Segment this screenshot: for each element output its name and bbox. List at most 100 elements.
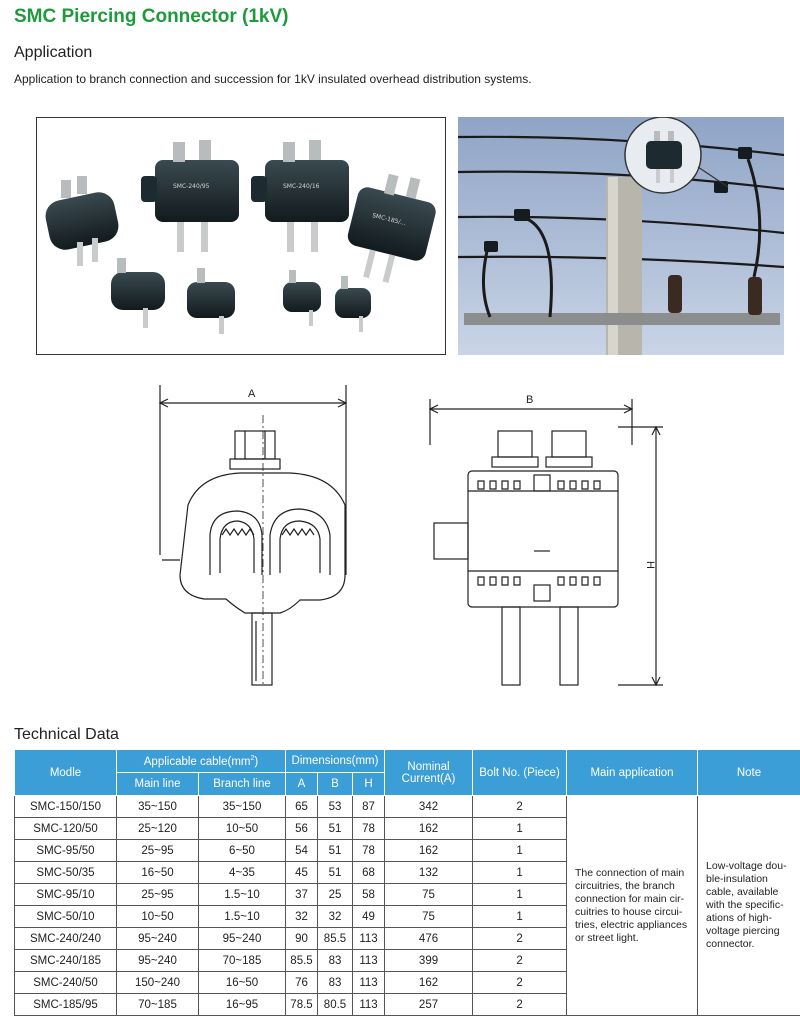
cell-current: 476 (384, 927, 474, 950)
cell-h: 113 (351, 993, 386, 1016)
cell-h: 87 (351, 795, 386, 818)
cell-bolt: 2 (472, 795, 568, 818)
connector-icon (187, 268, 235, 334)
connector-icon (45, 176, 119, 266)
cell-h: 78 (351, 839, 386, 862)
cell-bolt: 1 (472, 817, 568, 840)
cell-bolt: 1 (472, 883, 568, 906)
cell-h: 78 (351, 817, 386, 840)
cell-model: SMC-240/240 (14, 927, 117, 950)
header-dim-a: A (285, 772, 318, 796)
cell-bolt: 2 (472, 993, 568, 1016)
connector-icon: SMC-240/16 (251, 140, 349, 252)
cell-a: 76 (285, 971, 318, 994)
cell-model: SMC-50/35 (14, 861, 117, 884)
cell-branch: 70~185 (198, 949, 286, 972)
cell-model: SMC-240/185 (14, 949, 117, 972)
cell-main: 25~95 (116, 839, 199, 862)
cell-model: SMC-240/50 (14, 971, 117, 994)
header-model: Modle (14, 749, 117, 796)
note-line: voltage piercing (706, 925, 780, 937)
cell-a: 32 (285, 905, 318, 928)
cell-current: 399 (384, 949, 474, 972)
cell-model: SMC-120/50 (14, 817, 117, 840)
cell-bolt: 2 (472, 927, 568, 950)
cell-model: SMC-95/50 (14, 839, 117, 862)
cell-main: 16~50 (116, 861, 199, 884)
page-title: SMC Piercing Connector (1kV) (14, 6, 289, 27)
cell-model: SMC-185/95 (14, 993, 117, 1016)
header-branch-line: Branch line (198, 772, 286, 796)
drawing-front-view: B H (418, 385, 668, 695)
cell-current: 162 (384, 839, 474, 862)
note-line: cable, available (706, 886, 779, 898)
cell-a: 37 (285, 883, 318, 906)
products-photo: SMC-240/95 SMC-240/16 SMC-185/... (36, 117, 446, 355)
cell-branch: 35~150 (198, 795, 286, 818)
note-line: ble-insulation (706, 873, 768, 885)
cell-a: 56 (285, 817, 318, 840)
cell-branch: 4~35 (198, 861, 286, 884)
cell-a: 45 (285, 861, 318, 884)
cell-b: 51 (317, 817, 353, 840)
cell-main: 95~240 (116, 949, 199, 972)
cell-branch: 95~240 (198, 927, 286, 950)
cell-main: 25~95 (116, 883, 199, 906)
cell-branch: 1.5~10 (198, 883, 286, 906)
cell-h: 113 (351, 971, 386, 994)
cell-current: 132 (384, 861, 474, 884)
cell-h: 68 (351, 861, 386, 884)
dim-a-label: A (248, 388, 256, 400)
main-application-line: circuitries, the branch (575, 879, 675, 892)
dim-b-label: B (526, 394, 533, 406)
cell-b: 83 (317, 971, 353, 994)
cell-branch: 1.5~10 (198, 905, 286, 928)
header-main-application: Main application (566, 749, 699, 796)
cell-model: SMC-150/150 (14, 795, 117, 818)
main-application-line: The connection of main (575, 866, 685, 879)
application-heading: Application (14, 44, 93, 61)
note-line: with the specific- (706, 899, 784, 911)
cell-branch: 6~50 (198, 839, 286, 862)
note-line: connector. (706, 938, 755, 950)
connector-label: SMC-240/95 (173, 183, 210, 190)
main-application-line: connection for main cir- (575, 892, 685, 905)
front-view-technical-drawing: B H (428, 394, 663, 687)
cell-b: 51 (317, 839, 353, 862)
cell-main: 10~50 (116, 905, 199, 928)
cell-a: 65 (285, 795, 318, 818)
cell-b: 32 (317, 905, 353, 928)
cell-b: 51 (317, 861, 353, 884)
cell-current: 342 (384, 795, 474, 818)
header-dimensions: Dimensions(mm) (284, 749, 386, 773)
cell-a: 85.5 (285, 949, 318, 972)
cell-b: 53 (317, 795, 353, 818)
cell-current: 162 (384, 971, 474, 994)
header-note: Note (697, 749, 800, 796)
cell-main: 150~240 (116, 971, 199, 994)
note-line: Low-voltage dou- (706, 860, 787, 872)
cell-main: 95~240 (116, 927, 199, 950)
side-view-technical-drawing: A (158, 385, 348, 686)
cell-branch: 16~95 (198, 993, 286, 1016)
cell-main: 25~120 (116, 817, 199, 840)
cell-model: SMC-95/10 (14, 883, 117, 906)
connector-icon: SMC-185/... (347, 173, 436, 283)
cell-b: 25 (317, 883, 353, 906)
header-dim-b: B (317, 772, 353, 796)
cell-bolt: 2 (472, 971, 568, 994)
connectors-illustration: SMC-240/95 SMC-240/16 SMC-185/... (45, 140, 436, 334)
connector-icon (335, 276, 371, 332)
main-application-line: or street light. (575, 931, 639, 944)
cell-current: 75 (384, 905, 474, 928)
cell-b: 83 (317, 949, 353, 972)
header-bolt-no: Bolt No. (Piece) (472, 749, 568, 796)
connector-icon: SMC-240/95 (141, 140, 239, 252)
cell-a: 90 (285, 927, 318, 950)
cell-bolt: 2 (472, 949, 568, 972)
technical-data-heading: Technical Data (14, 726, 119, 743)
cell-h: 58 (351, 883, 386, 906)
